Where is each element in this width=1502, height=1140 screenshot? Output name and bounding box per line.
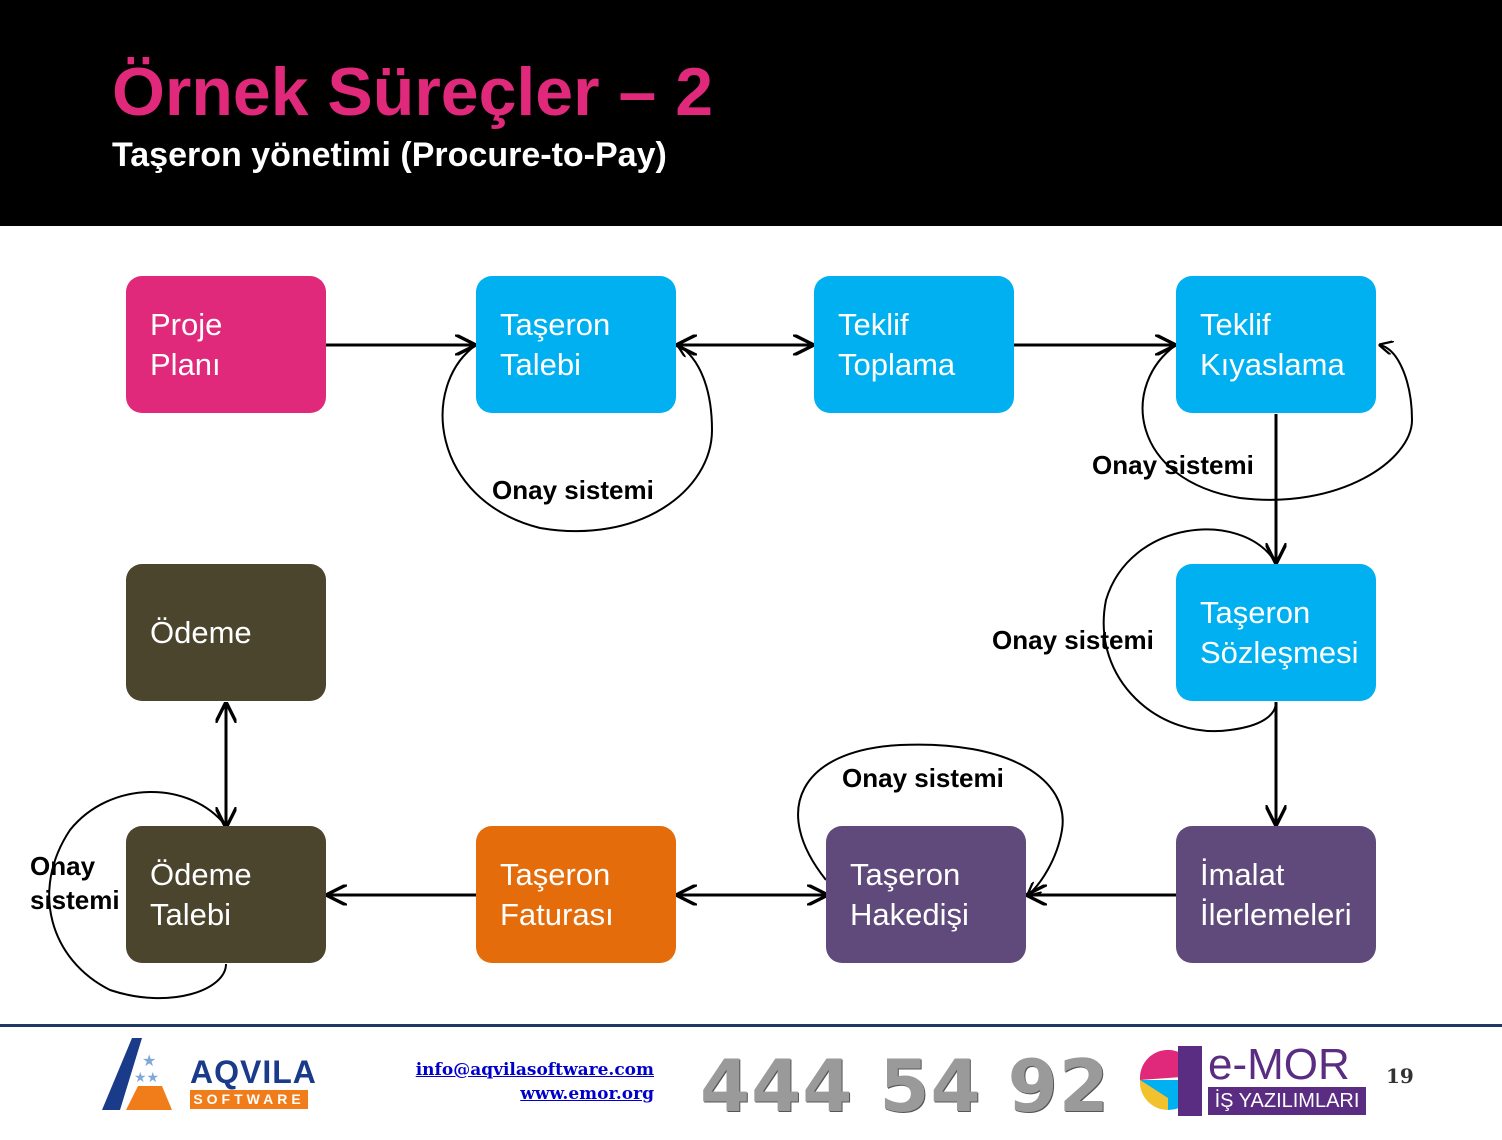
- node-teklif-kiyaslama: Teklif Kıyaslama: [1176, 276, 1376, 413]
- emor-logo-subtext: İŞ YAZILIMLARI: [1208, 1087, 1366, 1115]
- svg-text:★: ★: [142, 1051, 156, 1070]
- node-label-line: Taşeron: [1200, 594, 1311, 630]
- node-taseron-faturasi: Taşeron Faturası: [476, 826, 676, 963]
- approval-label-sozlesme: Onay sistemi: [992, 625, 1154, 655]
- page-number: 19: [1386, 1064, 1414, 1088]
- node-label-line: Planı: [150, 346, 221, 382]
- node-label-line: Teklif: [838, 306, 909, 342]
- approval-label-hakedis: Onay sistemi: [842, 763, 1004, 793]
- email-link[interactable]: info@aqvilasoftware.com: [415, 1060, 654, 1080]
- node-label-line: Kıyaslama: [1200, 346, 1345, 382]
- footer-divider: [0, 1024, 1502, 1027]
- node-label-line: Teklif: [1200, 306, 1271, 342]
- loop-taseron-hakedisi: [797, 743, 1064, 895]
- aqvila-logo-text: AQVILA: [190, 1054, 317, 1090]
- node-label-line: Toplama: [838, 346, 956, 382]
- node-label-line: Taşeron: [500, 306, 611, 342]
- aqvila-logo-icon: ★ ★★: [102, 1038, 172, 1110]
- node-taseron-sozlesmesi: Taşeron Sözleşmesi: [1176, 564, 1376, 701]
- aqvila-logo-subtext: SOFTWARE: [190, 1090, 308, 1109]
- node-label-line: Faturası: [500, 896, 614, 932]
- node-taseron-talebi: Taşeron Talebi: [476, 276, 676, 413]
- node-label-line: Taşeron: [850, 856, 961, 892]
- phone-number: 444 54 92: [700, 1044, 1110, 1128]
- slide-title: Örnek Süreçler – 2: [112, 54, 714, 130]
- node-imalat-ilerlemeleri: İmalat İlerlemeleri: [1176, 826, 1376, 963]
- node-label-line: Hakedişi: [850, 896, 969, 932]
- emor-logo-text: e-MOR: [1208, 1040, 1350, 1089]
- node-odeme: Ödeme: [126, 564, 326, 701]
- svg-text:★★: ★★: [134, 1070, 159, 1086]
- node-label-line: Talebi: [150, 896, 231, 932]
- slide-subtitle: Taşeron yönetimi (Procure-to-Pay): [112, 136, 667, 174]
- loop-teklif-kiyaslama: [1141, 345, 1414, 501]
- approval-label-kiyaslama: Onay sistemi: [1092, 450, 1254, 480]
- node-proje-plani: Proje Planı: [126, 276, 326, 413]
- loop-taseron-sozlesmesi: [1102, 528, 1277, 733]
- node-label-line: İlerlemeleri: [1200, 896, 1352, 932]
- loop-taseron-talebi: [441, 345, 714, 533]
- emor-logo-icon: [1139, 1046, 1202, 1116]
- approval-label-odeme-line2: sistemi: [30, 885, 120, 915]
- node-teklif-toplama: Teklif Toplama: [814, 276, 1014, 413]
- node-label-line: Proje: [150, 306, 223, 342]
- node-label-line: Ödeme: [150, 856, 252, 892]
- node-odeme-talebi: Ödeme Talebi: [126, 826, 326, 963]
- node-taseron-hakedisi: Taşeron Hakedişi: [826, 826, 1026, 963]
- slide-header: Örnek Süreçler – 2 Taşeron yönetimi (Pro…: [0, 0, 1502, 226]
- approval-label-odeme-line1: Onay: [30, 851, 96, 881]
- node-label-line: İmalat: [1200, 856, 1285, 892]
- website-link[interactable]: www.emor.org: [520, 1084, 654, 1104]
- node-label-line: Taşeron: [500, 856, 611, 892]
- node-label-line: Talebi: [500, 346, 581, 382]
- node-label-line: Sözleşmesi: [1200, 634, 1359, 670]
- node-label-line: Ödeme: [150, 614, 252, 650]
- approval-label-talebi: Onay sistemi: [492, 475, 654, 505]
- loop-odeme-talebi: [48, 791, 227, 1000]
